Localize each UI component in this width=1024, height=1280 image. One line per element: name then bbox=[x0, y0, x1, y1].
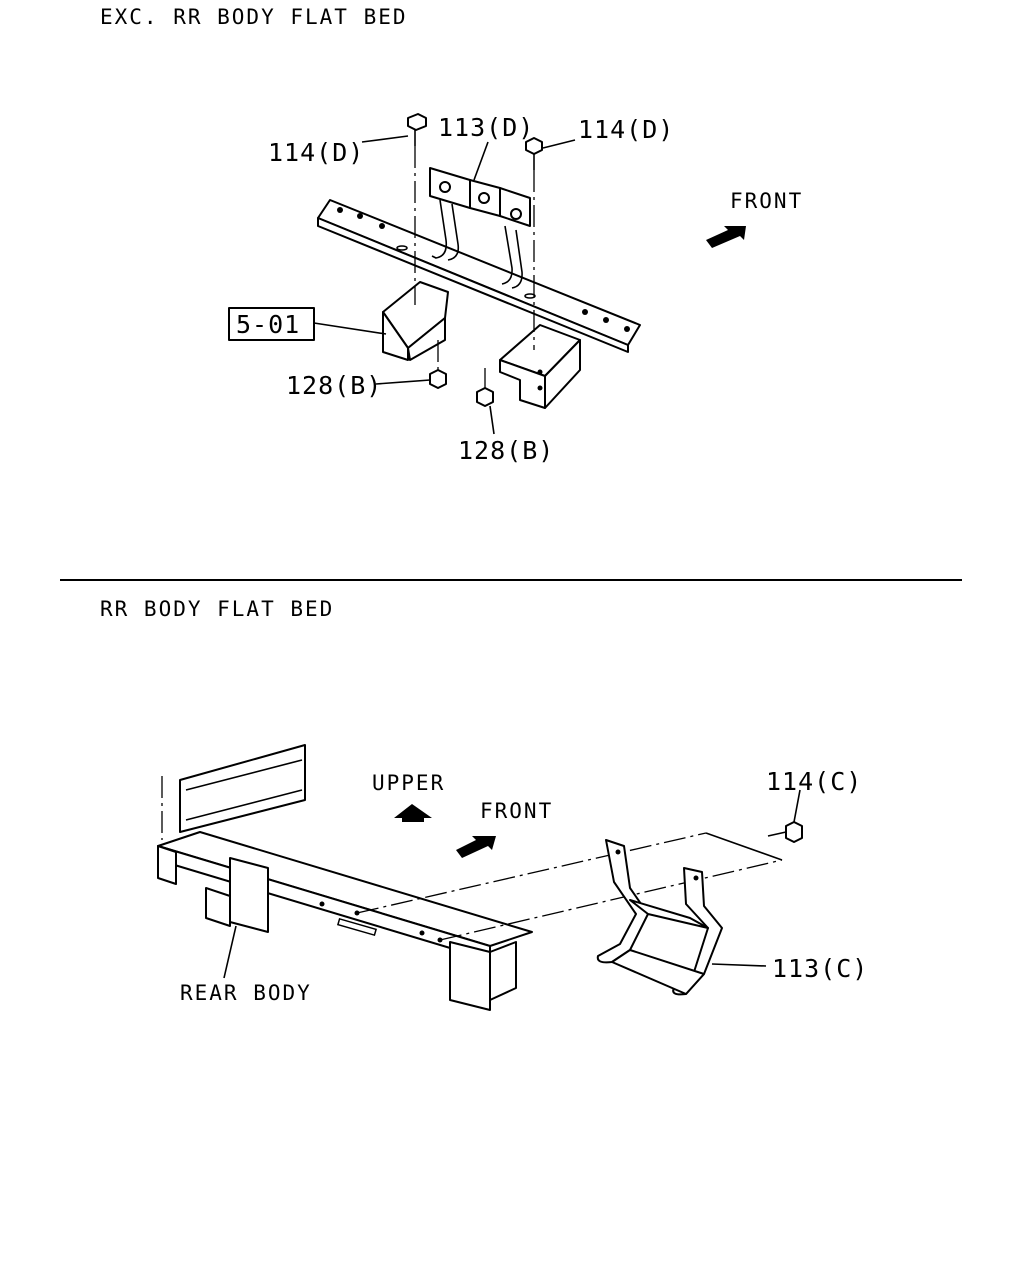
arrow-icon bbox=[456, 836, 496, 858]
bolt-114c bbox=[767, 789, 803, 843]
rear-body-panel bbox=[161, 744, 306, 840]
nut-128b-right bbox=[476, 368, 494, 407]
callout-113d: 113(D) bbox=[438, 113, 534, 142]
rear-body-label: REAR BODY bbox=[180, 981, 312, 1005]
frame-hanger-right bbox=[499, 324, 581, 409]
ref-box-5-01 bbox=[228, 307, 315, 341]
callout-114c: 114(C) bbox=[766, 767, 862, 796]
rear-body-frame bbox=[157, 831, 533, 1011]
arrow-icon bbox=[706, 226, 746, 248]
section-title-exc-flat-bed: EXC. RR BODY FLAT BED bbox=[100, 5, 408, 29]
cross-member-rail bbox=[317, 199, 641, 353]
bolt-114d-left bbox=[407, 113, 427, 305]
front-direction-label-bottom: FRONT bbox=[480, 799, 553, 823]
callout-113c: 113(C) bbox=[772, 954, 868, 983]
bracket-113d bbox=[429, 167, 531, 289]
ref-box-5-01-label: 5-01 bbox=[236, 310, 300, 339]
callout-128b-left: 128(B) bbox=[286, 371, 382, 400]
frame-hanger-left bbox=[382, 281, 449, 361]
callout-128b-right: 128(B) bbox=[458, 436, 554, 465]
nut-128b-left bbox=[429, 340, 447, 389]
arrow-up-icon bbox=[394, 804, 432, 822]
upper-direction-label: UPPER bbox=[372, 771, 445, 795]
bracket-113c bbox=[596, 839, 723, 996]
front-direction-label-top: FRONT bbox=[730, 189, 803, 213]
bolt-114d-right bbox=[525, 137, 543, 350]
section-title-rr-flat-bed: RR BODY FLAT BED bbox=[100, 597, 334, 621]
callout-114d-left: 114(D) bbox=[268, 138, 364, 167]
callout-114d-right: 114(D) bbox=[578, 115, 674, 144]
